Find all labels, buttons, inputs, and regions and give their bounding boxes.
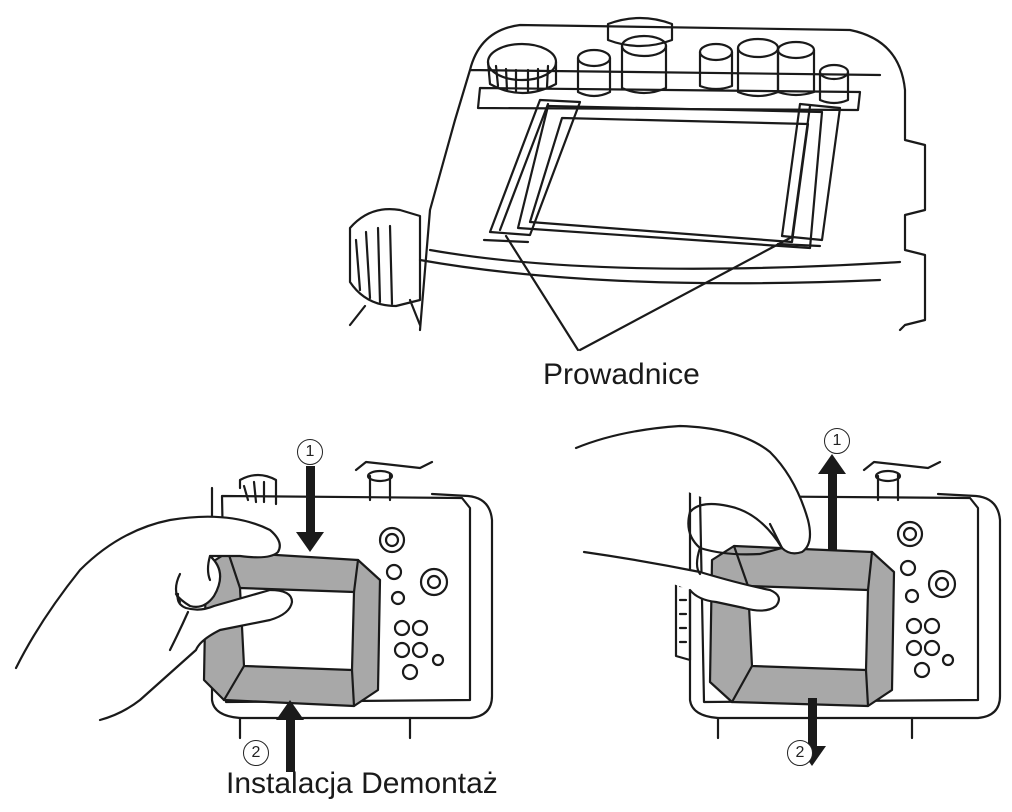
left-dial-icon	[486, 42, 558, 94]
pointer-line-right	[578, 236, 792, 352]
housing-buttons-icon	[378, 526, 449, 681]
remove-step-1-badge: 1	[824, 428, 850, 454]
guides-label: Prowadnice	[543, 358, 700, 391]
install-step-1-badge: 1	[297, 439, 323, 465]
hand-installing-icon	[14, 515, 294, 722]
hand-removing-icon	[574, 424, 812, 612]
install-step-2-badge: 2	[243, 740, 269, 766]
right-guide-rail	[776, 102, 842, 248]
housing-buttons-icon-2	[896, 520, 957, 679]
install-arrow-up	[276, 700, 304, 772]
pointer-line-left	[504, 234, 580, 352]
lcd-window	[528, 116, 810, 244]
remove-arrow-up	[818, 454, 846, 550]
install-arrow-down	[296, 466, 324, 552]
side-dial-icon	[348, 208, 422, 308]
bottom-caption: Instalacja Demontaż	[226, 767, 498, 800]
top-control-knobs-icon	[576, 16, 850, 105]
remove-step-2-badge: 2	[787, 740, 813, 766]
left-guide-rail	[482, 98, 582, 244]
